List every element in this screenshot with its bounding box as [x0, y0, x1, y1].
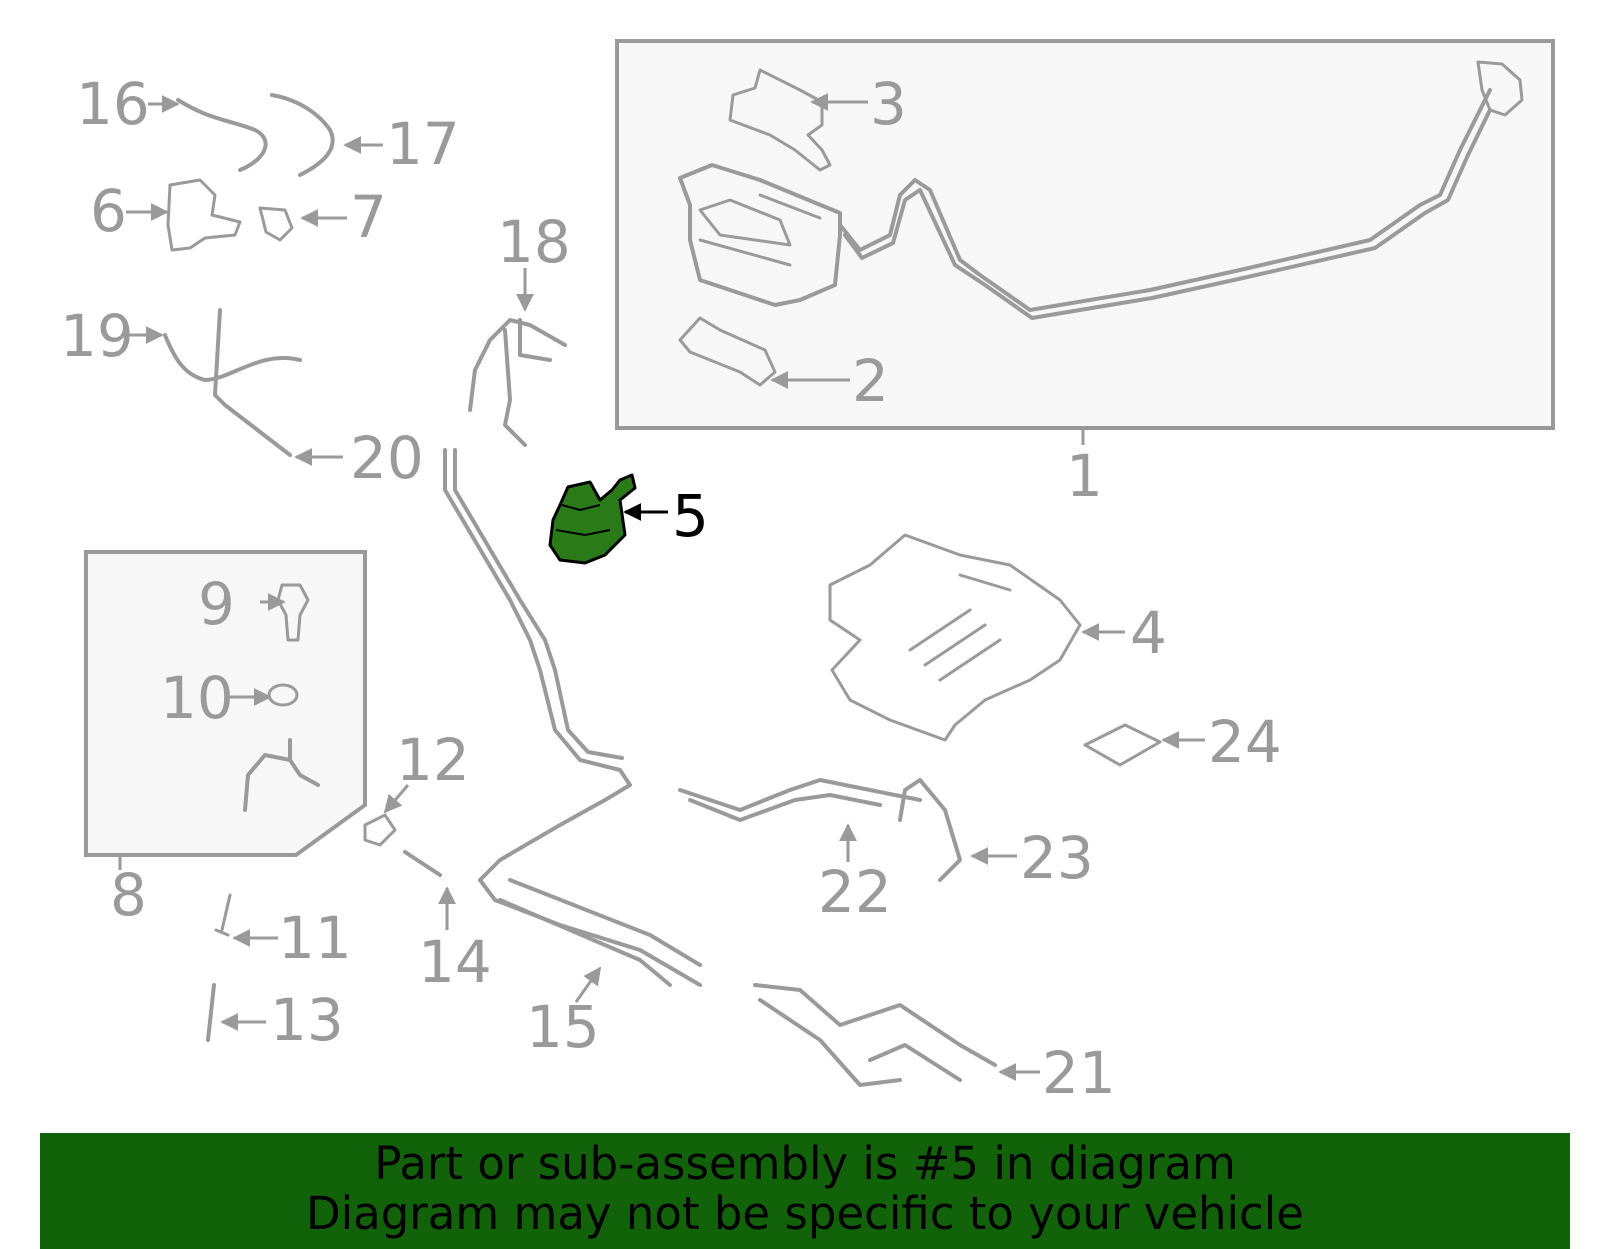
- canister-detail: [698, 193, 822, 267]
- arrow-12: [383, 784, 410, 814]
- arrow-15: [574, 966, 602, 1003]
- label-21: 21: [1042, 1039, 1116, 1107]
- box-8-hose: [243, 738, 320, 812]
- part-5-highlighted[interactable]: [548, 473, 637, 565]
- assembly-box-1: [615, 39, 1555, 430]
- part-16-hose: [176, 98, 268, 172]
- label-16: 16: [76, 70, 150, 138]
- part-13-hose: [206, 983, 216, 1042]
- label-24: 24: [1208, 708, 1282, 776]
- label-23: 23: [1020, 824, 1094, 892]
- label-11: 11: [278, 904, 352, 972]
- info-banner: Part or sub-assembly is #5 in diagram Di…: [40, 1133, 1570, 1249]
- long-pipe-inner: [453, 448, 624, 760]
- label-2: 2: [852, 347, 889, 415]
- label-13: 13: [270, 986, 344, 1054]
- banner-line-2: Diagram may not be specific to your vehi…: [306, 1187, 1304, 1240]
- label-17: 17: [386, 110, 460, 178]
- canister: [678, 163, 842, 307]
- label-22: 22: [818, 858, 892, 926]
- label-5: 5: [672, 482, 709, 550]
- label-7: 7: [350, 183, 387, 251]
- part-21-assembly: [753, 983, 997, 1087]
- part-17-hose: [270, 93, 335, 177]
- label-19: 19: [60, 302, 134, 370]
- part-22-pipe: [678, 778, 922, 822]
- assembly-box-8: [84, 550, 367, 857]
- label-4: 4: [1130, 599, 1167, 667]
- vapor-tube: [838, 88, 1492, 312]
- label-20: 20: [350, 424, 424, 492]
- part-14-hose: [403, 850, 442, 877]
- banner-line-1: Part or sub-assembly is #5 in diagram: [374, 1137, 1236, 1190]
- connector-end: [1476, 60, 1524, 117]
- label-10: 10: [160, 664, 234, 732]
- label-15: 15: [526, 993, 600, 1061]
- part-7-fitting: [258, 206, 294, 242]
- label-6: 6: [90, 177, 127, 245]
- label-8: 8: [110, 861, 147, 929]
- part-11-bolt: [214, 893, 232, 937]
- part-18-hose: [468, 318, 567, 447]
- label-9: 9: [198, 570, 235, 638]
- part-20-hose: [213, 308, 292, 457]
- label-1: 1: [1066, 442, 1103, 510]
- vapor-tube-inner: [843, 108, 1492, 320]
- label-14: 14: [418, 928, 492, 996]
- part-4-shield: [828, 533, 1082, 742]
- part-12-clamp: [363, 813, 397, 847]
- label-18: 18: [497, 208, 571, 276]
- part-19-hose: [163, 333, 302, 382]
- part-4-detail: [908, 573, 1012, 682]
- part-15-pipes: [498, 878, 702, 987]
- part-23-hose: [898, 778, 962, 882]
- part-6-valve: [166, 178, 242, 252]
- label-12: 12: [396, 726, 470, 794]
- part-24-gasket: [1083, 723, 1162, 767]
- label-3: 3: [870, 70, 907, 138]
